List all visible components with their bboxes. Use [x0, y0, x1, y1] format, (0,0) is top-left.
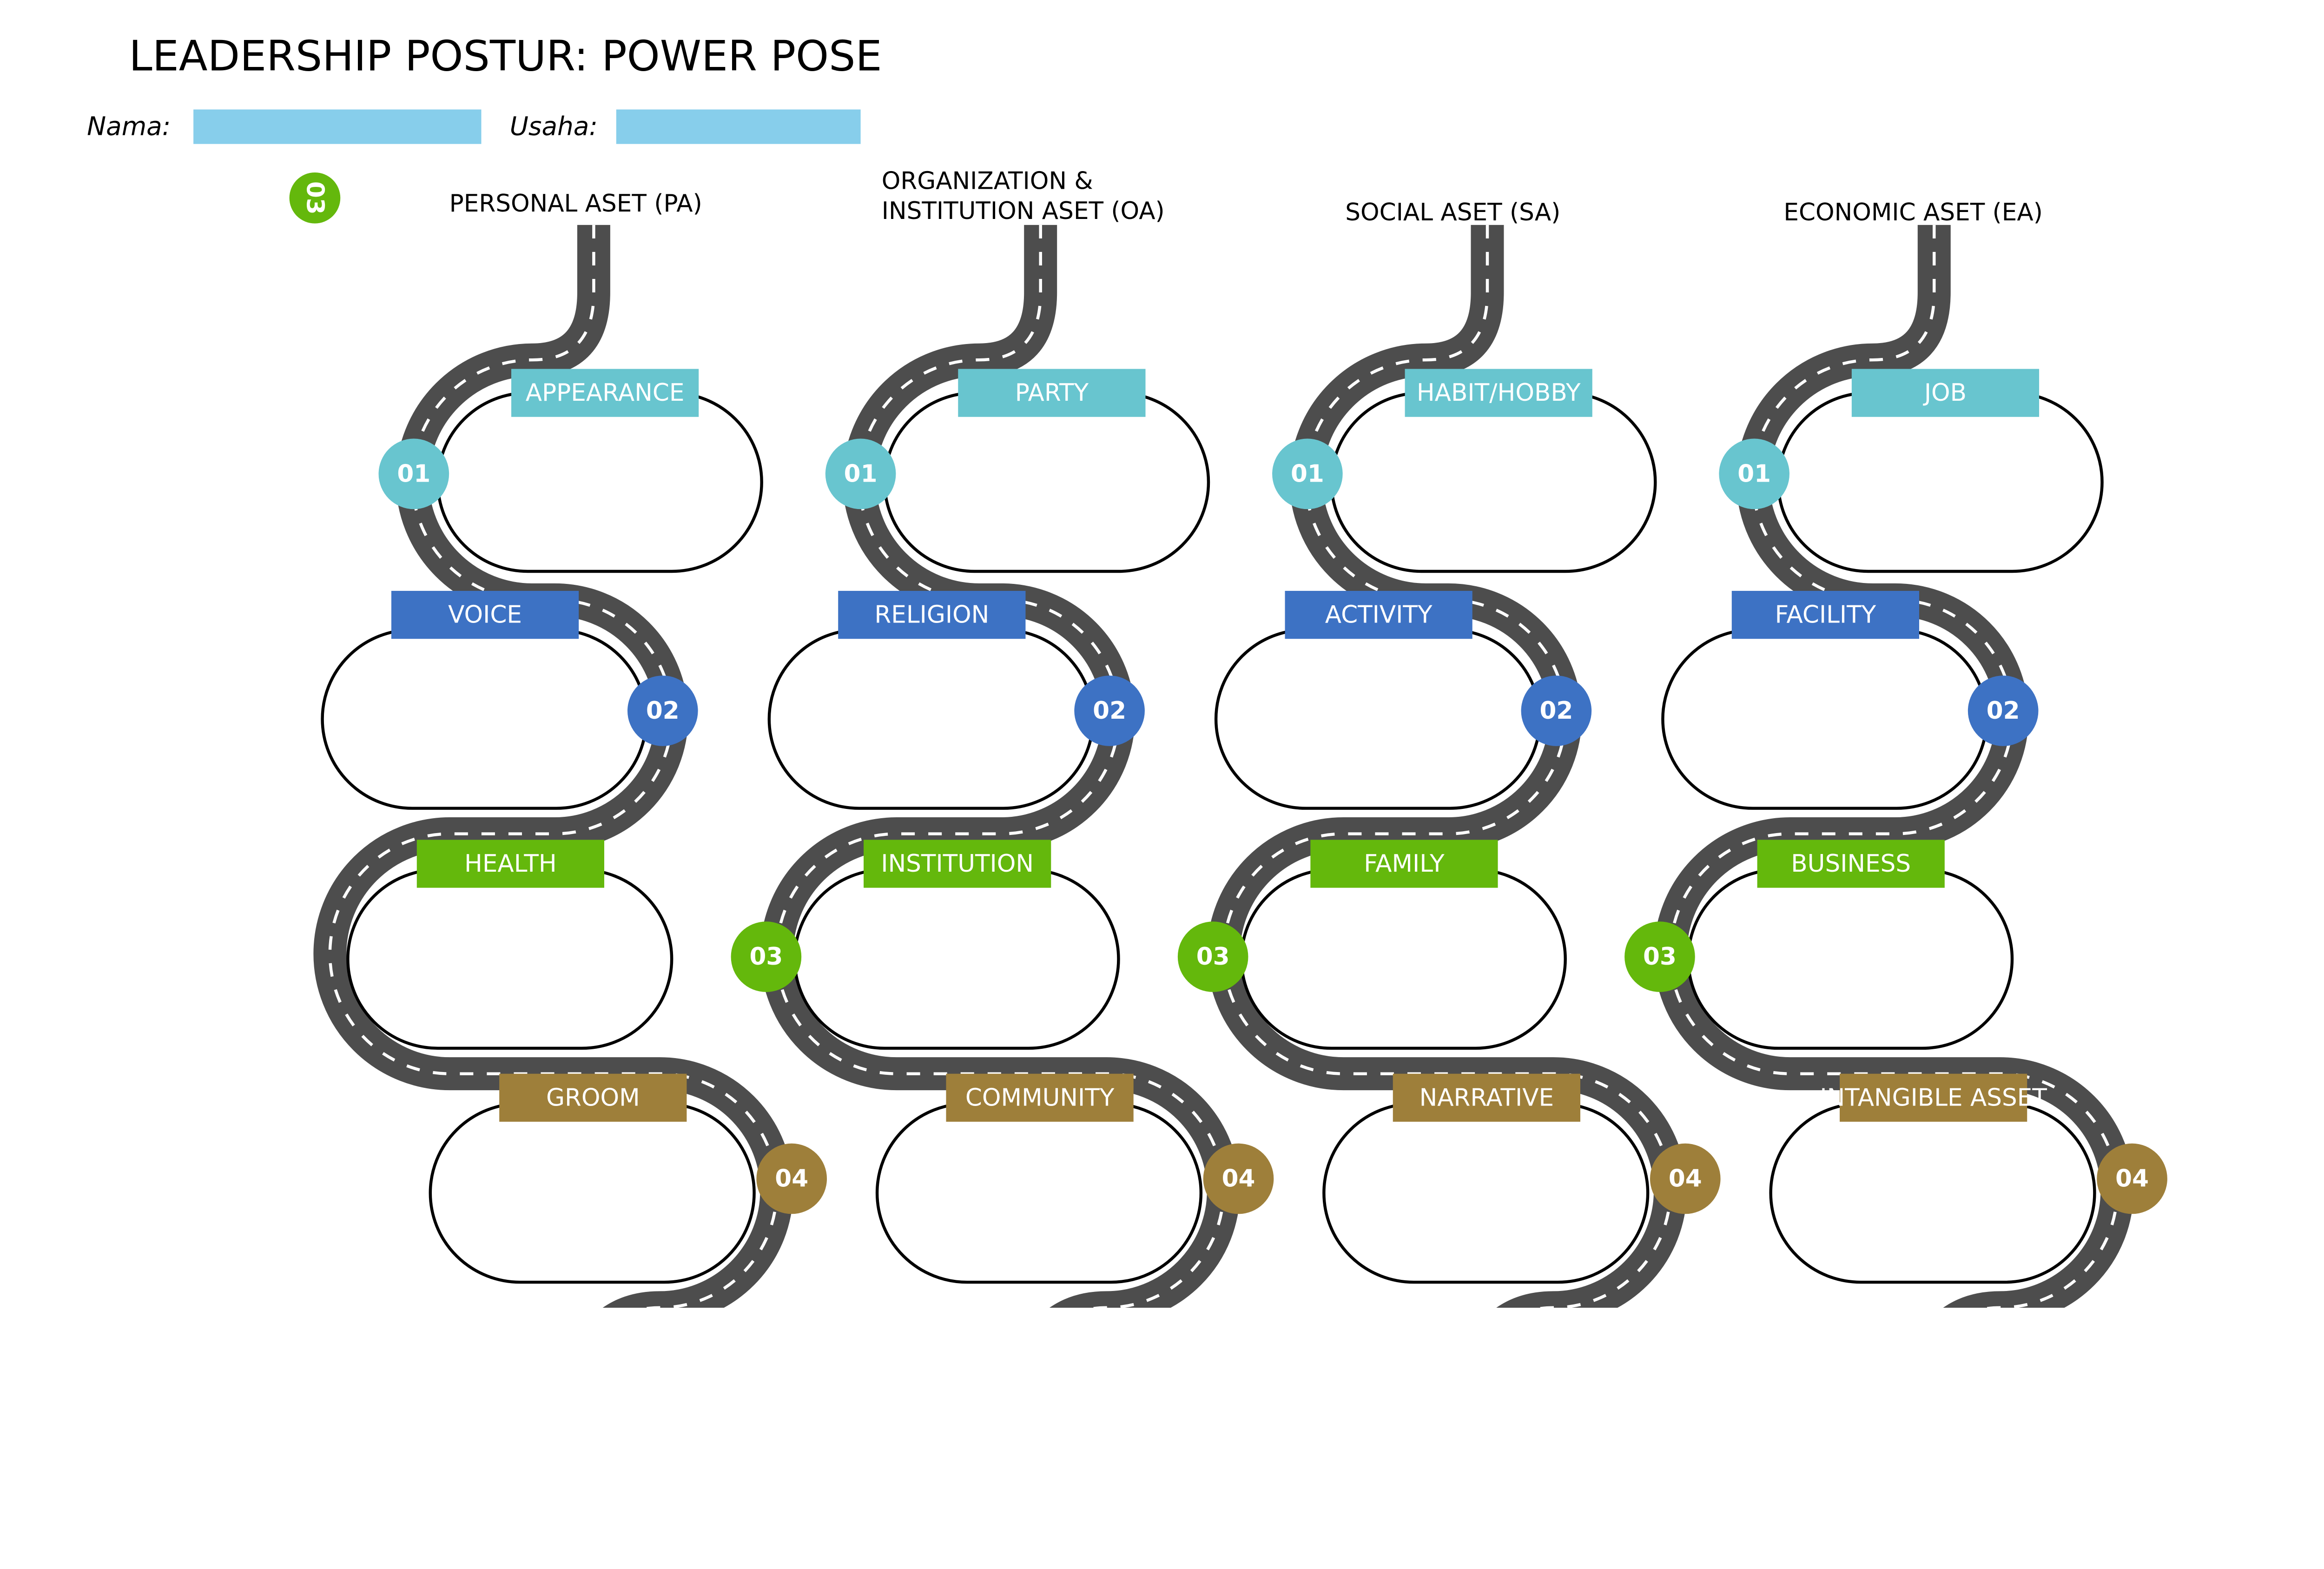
stray-badge-number: 03: [301, 181, 329, 215]
step-number-badge: [2097, 1143, 2167, 1214]
step-label: NARRATIVE: [1419, 1084, 1554, 1112]
step-label: INSTITUTION: [881, 850, 1034, 878]
step-input-box[interactable]: [1322, 1102, 1650, 1284]
step-label: HABIT/HOBBY: [1417, 379, 1581, 407]
step-input-box[interactable]: [1661, 628, 1988, 810]
step-input-box[interactable]: [1776, 391, 2104, 573]
step-number: 04: [1669, 1165, 1702, 1192]
step-number: 01: [1737, 460, 1771, 488]
step-number: 04: [775, 1165, 808, 1192]
step-input-box[interactable]: [1240, 868, 1567, 1050]
step-label-tag: [1393, 1073, 1580, 1122]
step-number-badge: [1650, 1143, 1721, 1214]
step-input-box[interactable]: [346, 868, 673, 1050]
step-label-tag: [838, 590, 1026, 639]
step-number-badge: [825, 438, 896, 510]
step-label-tag: [1405, 369, 1592, 417]
step-input-box[interactable]: [429, 1102, 756, 1284]
step-label: INTANGIBLE ASSET: [1820, 1084, 2047, 1112]
step-label-tag: [511, 369, 699, 417]
step-input-box[interactable]: [767, 628, 1095, 810]
step-label-tag: [416, 840, 604, 888]
step-number-badge: [378, 438, 449, 510]
step-number-badge: [1521, 675, 1592, 746]
business-input[interactable]: [616, 109, 861, 144]
step-number: 02: [1093, 697, 1126, 725]
step-label-tag: [958, 369, 1146, 417]
step-label-tag: [946, 1073, 1134, 1122]
step-input-box[interactable]: [875, 1102, 1203, 1284]
step-number-badge: [756, 1143, 827, 1214]
step-number-badge: [1624, 921, 1695, 992]
step-label: FAMILY: [1364, 850, 1445, 878]
step-label-tag: [864, 840, 1051, 888]
step-label-tag: [1285, 590, 1472, 639]
step-label-tag: [391, 590, 579, 639]
step-number-badge: [1203, 1143, 1274, 1214]
stray-step-badge: 03: [289, 172, 341, 224]
name-label: Nama:: [87, 111, 171, 141]
step-label: COMMUNITY: [965, 1084, 1115, 1112]
step-input-box[interactable]: [1214, 628, 1542, 810]
step-label: HEALTH: [464, 850, 557, 878]
step-number-badge: [1719, 438, 1789, 510]
column-header: ORGANIZATION &: [882, 167, 1093, 195]
step-label-tag: [1851, 369, 2040, 417]
step-label: APPEARANCE: [526, 379, 685, 407]
column-header: ECONOMIC ASET (EA): [1783, 199, 2042, 226]
step-input-box[interactable]: [1769, 1102, 2096, 1284]
step-input-box[interactable]: [321, 628, 648, 810]
step-number: 03: [1643, 943, 1677, 971]
step-number: 04: [1222, 1165, 1255, 1192]
step-label: GROOM: [546, 1084, 640, 1112]
step-number-badge: [1967, 675, 2039, 746]
step-label: ACTIVITY: [1325, 601, 1433, 629]
asset-column: ORGANIZATION &INSTITUTION ASET (OA) PARTY…: [731, 167, 1274, 1308]
step-label: BUSINESS: [1791, 850, 1911, 878]
step-label: VOICE: [448, 601, 522, 629]
step-label-tag: [1757, 840, 1945, 888]
step-label: RELIGION: [874, 601, 989, 629]
step-label: FACILITY: [1775, 601, 1876, 629]
step-input-box[interactable]: [793, 868, 1120, 1050]
step-number-badge: [1272, 438, 1343, 510]
step-number: 02: [1539, 697, 1573, 725]
step-number: 02: [1987, 697, 2020, 725]
step-number-badge: [1177, 921, 1248, 992]
page-title: LEADERSHIP POSTUR: POWER POSE: [129, 32, 882, 81]
step-label-tag: [499, 1073, 687, 1122]
power-pose-worksheet: LEADERSHIP POSTUR: POWER POSE Nama: Usah…: [87, 32, 2167, 1308]
step-input-box[interactable]: [1330, 391, 1657, 573]
step-input-box[interactable]: [1687, 868, 2014, 1050]
name-input[interactable]: [193, 109, 482, 144]
step-label: JOB: [1923, 379, 1967, 407]
step-number: 03: [749, 943, 783, 971]
step-input-box[interactable]: [436, 391, 763, 573]
step-label-tag: [1310, 840, 1498, 888]
step-number-badge: [627, 675, 698, 746]
step-number: 01: [844, 460, 878, 488]
step-number: 02: [646, 697, 680, 725]
step-label: PARTY: [1015, 379, 1089, 407]
column-header: SOCIAL ASET (SA): [1345, 199, 1560, 226]
step-number: 03: [1196, 943, 1230, 971]
step-number-badge: [731, 921, 802, 992]
step-label-tag: [1840, 1073, 2027, 1122]
step-number: 01: [397, 460, 430, 488]
step-number: 01: [1291, 460, 1324, 488]
step-input-box[interactable]: [883, 391, 1210, 573]
column-header: PERSONAL ASET (PA): [449, 190, 702, 218]
step-number-badge: [1074, 675, 1145, 746]
step-number: 04: [2115, 1165, 2149, 1192]
business-label: Usaha:: [510, 111, 598, 141]
column-header: INSTITUTION ASET (OA): [882, 197, 1165, 225]
step-label-tag: [1731, 590, 1920, 639]
